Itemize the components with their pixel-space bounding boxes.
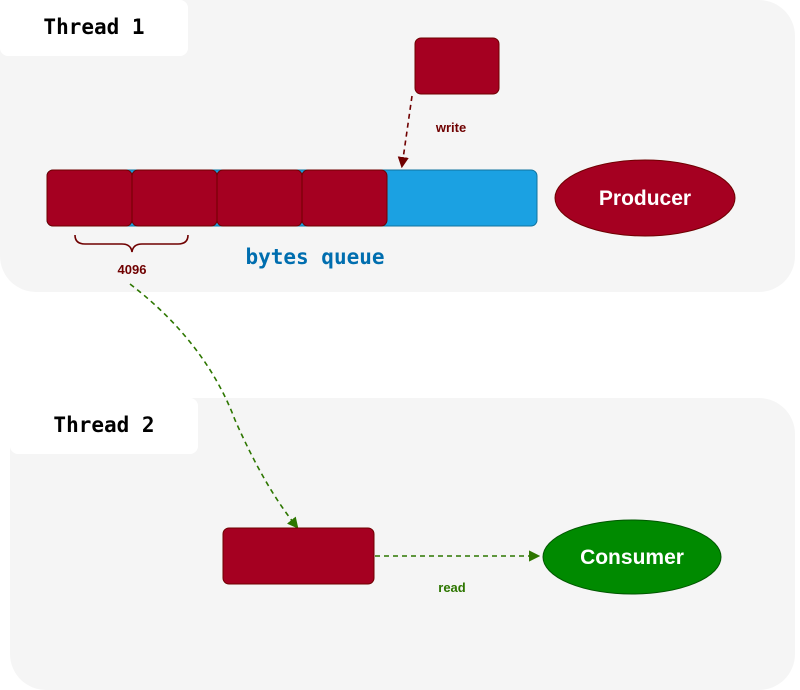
incoming-chunk bbox=[414, 37, 500, 95]
consumed-chunk bbox=[222, 527, 375, 585]
consumer-label: Consumer bbox=[580, 546, 684, 569]
queue-label: bytes queue bbox=[245, 245, 384, 269]
producer-label: Producer bbox=[599, 187, 691, 210]
bytes-queue bbox=[46, 169, 538, 227]
queue-chunk-3 bbox=[216, 169, 303, 227]
transfer-arrow bbox=[129, 283, 299, 529]
queue-chunk-4 bbox=[301, 169, 388, 227]
producer-node: Producer bbox=[554, 159, 736, 237]
thread1-label: Thread 1 bbox=[43, 15, 144, 39]
read-label: read bbox=[438, 580, 466, 595]
write-arrow bbox=[397, 95, 413, 169]
thread1-panel: Thread 1 bbox=[0, 0, 795, 292]
thread2-label: Thread 2 bbox=[53, 413, 154, 437]
consumer-node: Consumer bbox=[542, 519, 722, 595]
chunk-size-brace bbox=[74, 234, 189, 253]
queue-chunk-1 bbox=[46, 169, 133, 227]
write-label: write bbox=[435, 120, 466, 135]
queue-chunk-2 bbox=[131, 169, 218, 227]
thread2-panel: Thread 2 bbox=[10, 398, 795, 690]
chunk-size-label: 4096 bbox=[118, 262, 147, 277]
